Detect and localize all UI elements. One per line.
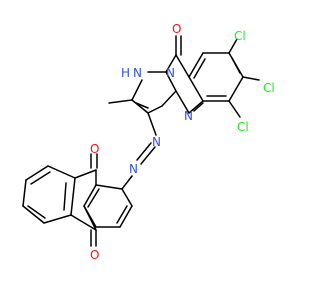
nitrogen-atom-azo-1: N	[152, 135, 161, 149]
oxygen-atom-anthraquinone-2: O	[90, 248, 99, 262]
molecule-diagram: O N H N N N N Cl Cl Cl O O	[22, 22, 275, 262]
oxygen-atom-anthraquinone-1: O	[90, 142, 99, 156]
nitrogen-atom-bridge: N	[166, 66, 175, 80]
chlorine-atom-1: Cl	[234, 29, 246, 43]
nitrogen-atom-nh: N	[133, 66, 142, 80]
chlorine-atom-2: Cl	[263, 81, 275, 95]
hydrogen-atom: H	[121, 66, 130, 80]
bonds	[22, 35, 260, 247]
structure-svg: O N H N N N N Cl Cl Cl O O	[22, 22, 275, 262]
nitrogen-atom-azo-2: N	[129, 162, 138, 176]
nitrogen-atom-ring: N	[184, 109, 193, 123]
chlorine-atom-3: Cl	[237, 120, 249, 134]
oxygen-atom-carbonyl: O	[172, 22, 181, 36]
